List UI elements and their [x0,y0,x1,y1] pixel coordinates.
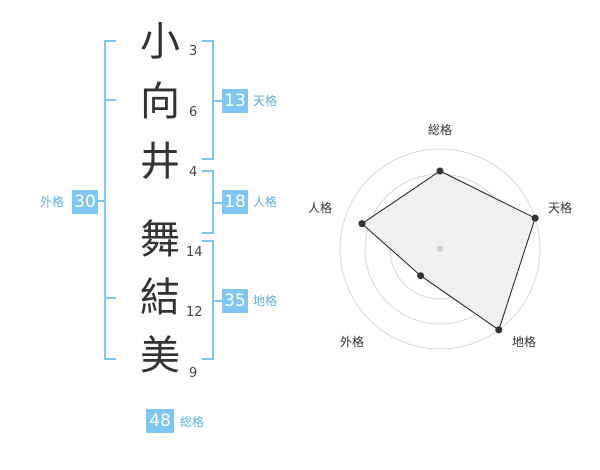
radar-ring-1 [339,148,541,350]
jinkaku-value: 18 [222,190,248,214]
name-char-3: 井 [140,139,180,185]
stroke-count-4: 14 [186,245,203,260]
name-char-5: 結 [140,275,180,321]
chikaku-value: 35 [222,289,248,313]
tenkaku-value: 13 [222,89,248,113]
radar-axis-sokaku: 総格 [428,122,452,137]
stroke-count-1: 3 [189,44,198,59]
name-char-2: 向 [140,79,180,125]
sokaku-value: 48 [146,409,174,433]
radar-point-3 [495,326,503,334]
gaikaku-label: 外格 [40,195,65,209]
radar-point-1 [436,167,444,175]
stroke-count-5: 12 [186,305,203,320]
tenkaku-label: 天格 [253,94,278,108]
radar-shape [361,170,536,331]
gaikaku-value: 30 [72,190,98,214]
radar-axis-chikaku: 地格 [512,334,536,349]
radar-point-5 [358,220,366,228]
fortune-radar-chart: 総格 天格 地格 外格 人格 [308,122,572,350]
radar-point-4 [417,272,425,280]
radar-center-dot [437,246,443,252]
name-char-1: 小 [140,19,180,65]
radar-axis-jinkaku: 人格 [308,200,332,215]
radar-axis-gaikaku: 外格 [340,334,364,349]
radar-axis-tenkaku: 天格 [548,200,572,215]
stroke-count-3: 4 [189,165,198,180]
jinkaku-label: 人格 [253,195,278,209]
stroke-count-6: 9 [189,366,198,381]
chikaku-label: 地格 [253,294,278,308]
radar-point-2 [531,214,539,222]
stroke-count-2: 6 [189,105,198,120]
name-char-4: 舞 [140,217,180,263]
sokaku-label: 総格 [180,415,205,429]
name-char-6: 美 [140,333,180,379]
